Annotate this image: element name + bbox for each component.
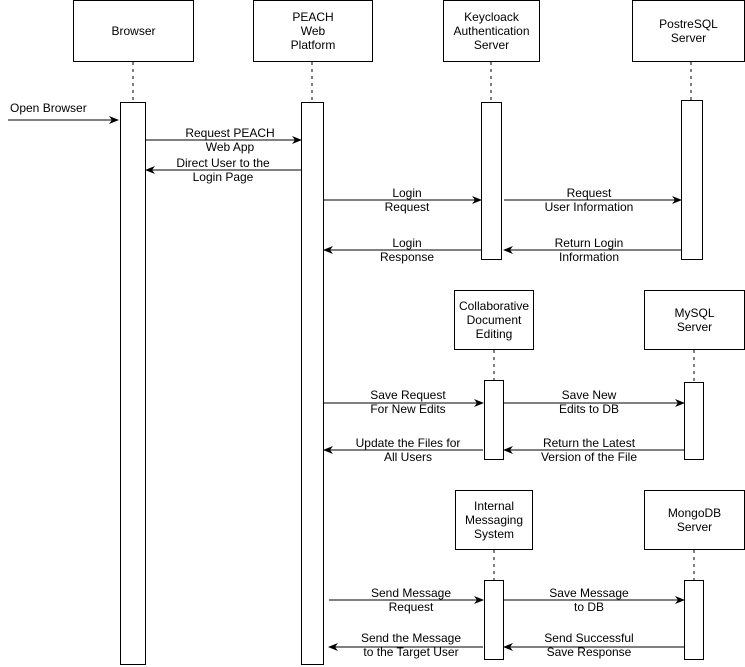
save-new-edits-label: Save New Edits to DB bbox=[558, 388, 620, 416]
browser-box: Browser bbox=[73, 0, 194, 62]
login-request-label: Login Request bbox=[384, 186, 430, 214]
login-response-label: Login Response bbox=[379, 236, 435, 264]
request-app-label: Request PEACH Web App bbox=[185, 126, 275, 154]
update-files-label: Update the Files for All Users bbox=[355, 436, 461, 464]
collab-activation bbox=[484, 380, 504, 460]
return-latest-label: Return the Latest Version of the File bbox=[540, 436, 638, 464]
mysql-box: MySQL Server bbox=[644, 290, 745, 350]
keycloak-activation bbox=[481, 102, 502, 260]
send-message-label: Send Message Request bbox=[370, 586, 452, 614]
open-browser-label: Open Browser bbox=[10, 101, 87, 115]
mongo-box: MongoDB Server bbox=[644, 490, 745, 550]
save-message-label: Save Message to DB bbox=[549, 586, 629, 614]
keycloak-box: Keycloack Authentication Server bbox=[443, 0, 540, 62]
messaging-box: Internal Messaging System bbox=[455, 490, 533, 550]
postgres-activation bbox=[681, 100, 703, 260]
browser-activation bbox=[120, 102, 146, 665]
mysql-activation bbox=[684, 382, 704, 460]
collab-box: Collaborative Document Editing bbox=[454, 290, 534, 350]
request-user-info-label: Request User Information bbox=[544, 186, 634, 214]
postgres-box: PostreSQL Server bbox=[632, 0, 745, 62]
peach-box: PEACH Web Platform bbox=[253, 0, 373, 62]
send-target-label: Send the Message to the Target User bbox=[360, 631, 462, 659]
peach-activation bbox=[301, 102, 324, 665]
mongo-activation bbox=[684, 580, 704, 660]
messaging-activation bbox=[484, 580, 504, 660]
save-request-label: Save Request For New Edits bbox=[370, 388, 446, 416]
return-login-info-label: Return Login Information bbox=[554, 236, 624, 264]
send-success-label: Send Successful Save Response bbox=[544, 631, 634, 659]
direct-login-label: Direct User to the Login Page bbox=[176, 156, 270, 184]
